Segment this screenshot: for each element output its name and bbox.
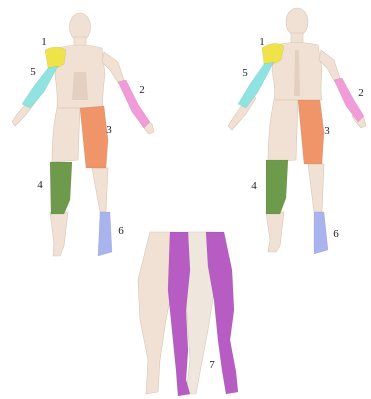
front-abdomen-shade	[72, 72, 88, 100]
front-region-4-knee	[50, 162, 72, 214]
front-label-5: 5	[30, 66, 36, 78]
front-right-thigh	[52, 108, 80, 162]
front-right-shin	[50, 212, 68, 256]
front-region-3-thigh	[80, 106, 108, 168]
front-region-5-arm	[22, 66, 58, 108]
legs-number-labels: 7	[209, 359, 215, 371]
front-left-upperarm	[102, 52, 124, 84]
back-label-2: 2	[358, 87, 364, 99]
back-label-5: 5	[242, 67, 248, 79]
front-label-6: 6	[118, 225, 124, 237]
back-spine-shade	[294, 50, 300, 96]
back-view-figure	[228, 8, 366, 254]
back-region-3-thigh	[298, 100, 324, 164]
legs-view-figure	[138, 232, 238, 396]
back-label-6: 6	[333, 228, 339, 240]
back-label-4: 4	[251, 180, 257, 192]
back-right-thigh	[268, 100, 298, 162]
back-right-shin	[266, 212, 284, 252]
front-label-1: 1	[41, 36, 47, 48]
back-region-6-foot	[314, 212, 328, 254]
back-label-3: 3	[324, 125, 330, 137]
front-region-2-forearm	[118, 80, 150, 128]
back-region-2-forearm	[334, 78, 364, 122]
legs-label-7: 7	[209, 359, 215, 371]
front-left-shin	[92, 168, 108, 212]
back-neck	[291, 33, 303, 43]
front-label-2: 2	[139, 84, 145, 96]
front-view-figure	[12, 13, 154, 256]
back-left-shin	[308, 164, 324, 212]
back-label-1: 1	[259, 36, 265, 48]
back-left-upperarm	[319, 50, 340, 82]
legs-left-leg	[138, 232, 174, 394]
front-label-3: 3	[106, 124, 112, 136]
front-label-4: 4	[37, 179, 43, 191]
front-region-6-foot	[98, 212, 112, 256]
back-region-4-knee	[266, 160, 288, 214]
back-head	[286, 8, 308, 36]
